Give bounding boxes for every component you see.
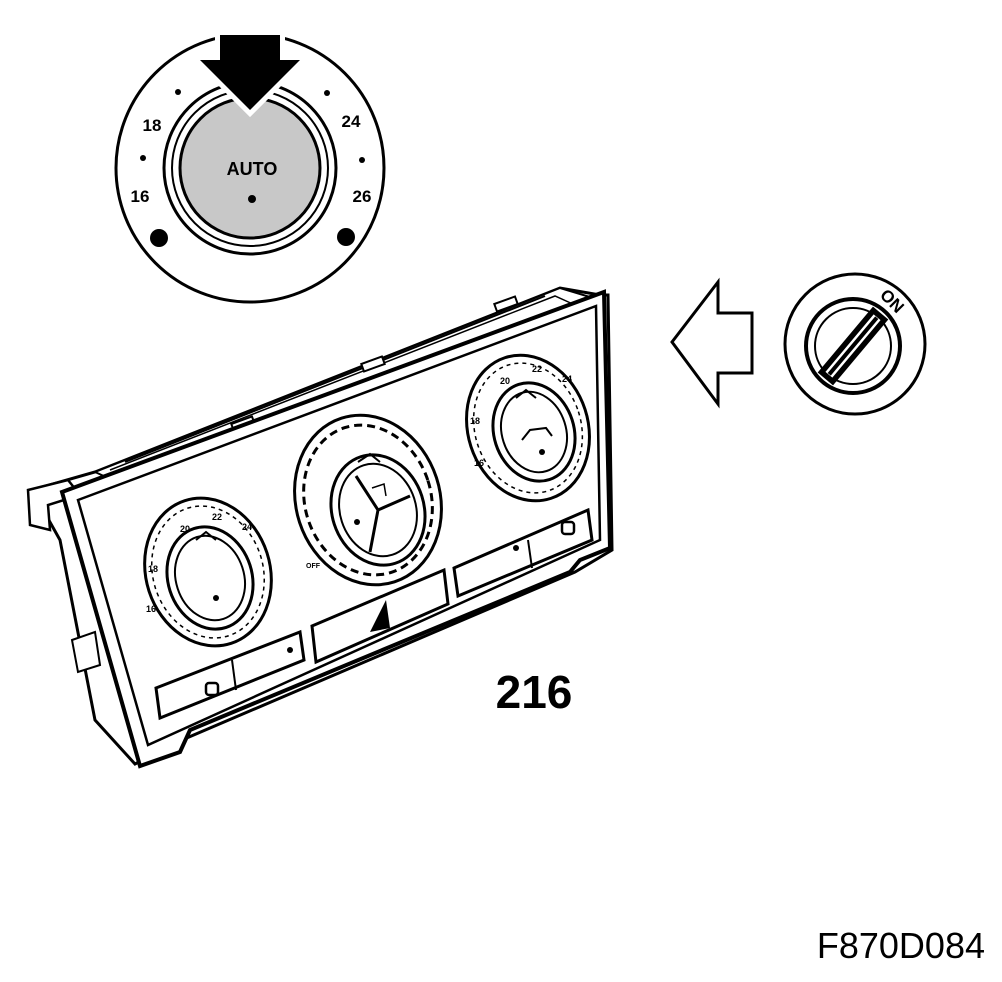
right-temperature-dial[interactable]: 20 22 24 18 16 — [448, 339, 608, 517]
ignition-key-icon: ON — [783, 272, 927, 416]
left-scale-16: 16 — [146, 604, 156, 614]
right-seat-heat-buttons[interactable] — [452, 507, 594, 599]
auto-dial-callout: AUTO 18 24 16 26 — [114, 30, 386, 304]
fan-mode-dial[interactable]: OFF — [273, 396, 463, 604]
left-scale-20: 20 — [180, 524, 190, 534]
auto-led-dot — [248, 195, 256, 203]
direction-arrow-icon — [670, 277, 754, 409]
right-scale-24: 24 — [562, 374, 572, 384]
hazard-triangle-icon — [370, 600, 390, 632]
windscreen-defrost-icon — [371, 483, 387, 497]
right-scale-20: 20 — [500, 376, 510, 386]
hazard-button[interactable] — [310, 567, 450, 665]
left-scale-18: 18 — [148, 564, 158, 574]
dial-scale-dots — [140, 89, 365, 247]
left-scale-22: 22 — [212, 512, 222, 522]
car-recirculation-icon — [521, 426, 553, 441]
part-number-label: 216 — [496, 666, 573, 718]
right-scale-16: 16 — [474, 458, 484, 468]
press-arrow-icon — [187, 30, 313, 118]
left-temperature-dial[interactable]: 20 22 24 18 16 — [126, 482, 290, 663]
figure-code-label: F870D084 — [817, 925, 985, 966]
fan-off-label: OFF — [306, 563, 321, 570]
scale-label-24: 24 — [342, 112, 361, 131]
auto-button-label: AUTO — [227, 159, 278, 179]
scale-label-26: 26 — [353, 187, 372, 206]
climate-control-panel: 20 22 24 18 16 OFF — [26, 286, 614, 769]
right-scale-22: 22 — [532, 364, 542, 374]
left-scale-24: 24 — [242, 522, 252, 532]
left-seat-heat-buttons[interactable] — [154, 629, 306, 721]
scale-label-16: 16 — [131, 187, 150, 206]
right-scale-18: 18 — [470, 416, 480, 426]
scale-label-18: 18 — [143, 116, 162, 135]
